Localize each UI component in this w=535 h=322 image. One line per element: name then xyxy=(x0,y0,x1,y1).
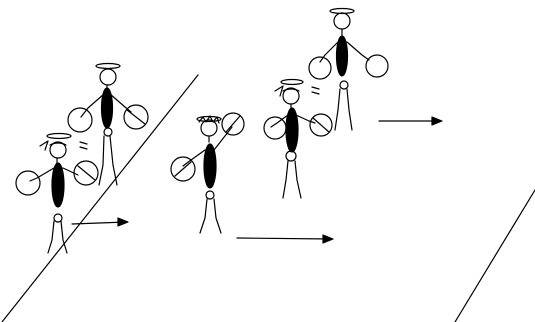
ball-icon xyxy=(15,170,41,196)
right-front-player xyxy=(263,78,333,199)
torso xyxy=(203,143,217,189)
torso xyxy=(335,35,349,77)
ball-icon xyxy=(263,116,287,140)
ball-icon xyxy=(170,156,196,182)
right-back-player xyxy=(308,7,389,131)
torso xyxy=(51,162,65,208)
marker-icon xyxy=(311,86,320,90)
ball-icon xyxy=(123,104,149,130)
marker-icon xyxy=(79,141,88,145)
left-court-line xyxy=(1,74,199,322)
left-front-player xyxy=(15,132,99,254)
center-player xyxy=(170,112,245,234)
arrow-center xyxy=(236,234,334,244)
ball-icon xyxy=(67,107,93,133)
ball-icon xyxy=(73,160,99,186)
ball-icon xyxy=(221,112,245,136)
left-back-player xyxy=(67,62,149,186)
ball-icon xyxy=(365,54,389,78)
ball-icon xyxy=(308,56,332,80)
arrow-left xyxy=(71,217,129,227)
ball-icon xyxy=(309,113,333,137)
arrow-right xyxy=(378,116,443,126)
right-court-line xyxy=(454,189,535,322)
